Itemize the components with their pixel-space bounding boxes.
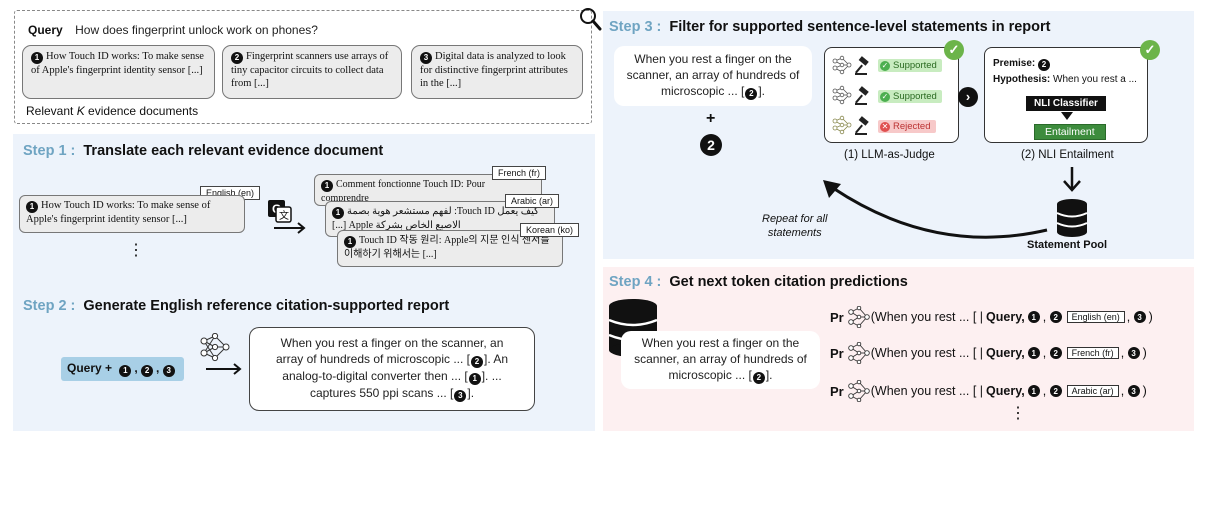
svg-text:文: 文 bbox=[279, 209, 289, 222]
evidence-doc-text: How Touch ID works: To make sense of App… bbox=[31, 51, 204, 76]
down-arrow-icon bbox=[1061, 112, 1073, 120]
neural-network-icon bbox=[847, 342, 870, 364]
query-text: How does fingerprint unlock work on phon… bbox=[75, 23, 318, 37]
ellipsis: ⋮ bbox=[1010, 405, 1026, 422]
citation-number: 3 bbox=[420, 51, 432, 64]
google-translate-icon: G 文 bbox=[268, 200, 306, 234]
prediction-row-fr: Pr (When you rest ... [ | Query, 1, 2 Fr… bbox=[830, 342, 1147, 364]
lang-tag-ar: Arabic (ar) bbox=[505, 194, 560, 208]
plus-sign: + bbox=[706, 110, 716, 127]
check-icon: ✓ bbox=[880, 91, 890, 102]
nli-label: (2) NLI Entailment bbox=[1021, 149, 1114, 161]
neural-network-icon bbox=[200, 333, 242, 375]
step4-title: Step 4 :Get next token citation predicti… bbox=[609, 274, 908, 290]
prediction-row-en: Pr (When you rest ... [ | Query, 1, 2 En… bbox=[830, 306, 1153, 328]
database-icon bbox=[1056, 199, 1088, 237]
check-icon: ✓ bbox=[944, 40, 964, 60]
judge-models-icon bbox=[832, 55, 869, 135]
repeat-caption: Repeat for all statements bbox=[762, 213, 828, 239]
step2-title: Step 2 :Generate English reference citat… bbox=[23, 298, 450, 314]
ellipsis: ⋮ bbox=[128, 242, 144, 259]
arrow-icon bbox=[1063, 167, 1081, 192]
llm-judge-box: ✓Supported ✓Supported ✕Rejected bbox=[824, 47, 959, 143]
judge-verdict-1: ✓Supported bbox=[878, 59, 942, 72]
query-label: Query bbox=[28, 23, 63, 37]
close-icon: ✕ bbox=[880, 121, 890, 132]
evidence-number: 2 bbox=[700, 134, 725, 156]
magnifier-icon bbox=[580, 8, 602, 31]
premise-line: Premise: 2 bbox=[993, 58, 1053, 71]
entailment-label: Entailment bbox=[1034, 124, 1106, 140]
neural-network-icon bbox=[847, 380, 870, 402]
neural-network-icon bbox=[847, 306, 870, 328]
judge-verdict-3: ✕Rejected bbox=[878, 120, 936, 133]
prediction-row-ar: Pr (When you rest ... [ | Query, 1, 2 Ar… bbox=[830, 380, 1147, 402]
step4-statement-box: When you rest a finger on the scanner, a… bbox=[621, 331, 820, 389]
judge-verdict-2: ✓Supported bbox=[878, 90, 942, 103]
evidence-doc-text: Digital data is analyzed to look for dis… bbox=[420, 51, 568, 89]
english-report: When you rest a finger on the scanner, a… bbox=[249, 327, 535, 411]
nli-classifier: NLI Classifier bbox=[1026, 96, 1106, 111]
hypothesis-line: Hypothesis: When you rest a ... bbox=[993, 74, 1137, 85]
lang-tag-ko: Korean (ko) bbox=[520, 223, 580, 237]
evidence-doc-text: Fingerprint scanners use arrays of tiny … bbox=[231, 51, 389, 89]
nli-box: Premise: 2 Hypothesis: When you rest a .… bbox=[984, 47, 1148, 143]
chevron-right-icon: › bbox=[958, 87, 978, 107]
query-panel: Query How does fingerprint unlock work o… bbox=[14, 10, 592, 124]
statement-pool-label: Statement Pool bbox=[1027, 239, 1108, 251]
statement-box: When you rest a finger on the scanner, a… bbox=[614, 46, 812, 106]
llm-judge-label: (1) LLM-as-Judge bbox=[844, 149, 935, 161]
check-icon: ✓ bbox=[880, 60, 890, 71]
step1-title: Step 1 :Translate each relevant evidence… bbox=[23, 143, 384, 159]
check-icon: ✓ bbox=[1140, 40, 1160, 60]
step3-title: Step 3 :Filter for supported sentence-le… bbox=[609, 19, 1051, 35]
evidence-caption: Relevant K evidence documents bbox=[26, 104, 199, 118]
citation-number: 2 bbox=[231, 51, 243, 64]
citation-number: 1 bbox=[31, 51, 43, 64]
repeat-arrow-icon bbox=[823, 180, 1048, 239]
query-plus-docs: Query + 1, 2, 3 bbox=[61, 357, 184, 381]
lang-tag-fr: French (fr) bbox=[492, 166, 547, 180]
query-line: Query How does fingerprint unlock work o… bbox=[28, 21, 318, 39]
